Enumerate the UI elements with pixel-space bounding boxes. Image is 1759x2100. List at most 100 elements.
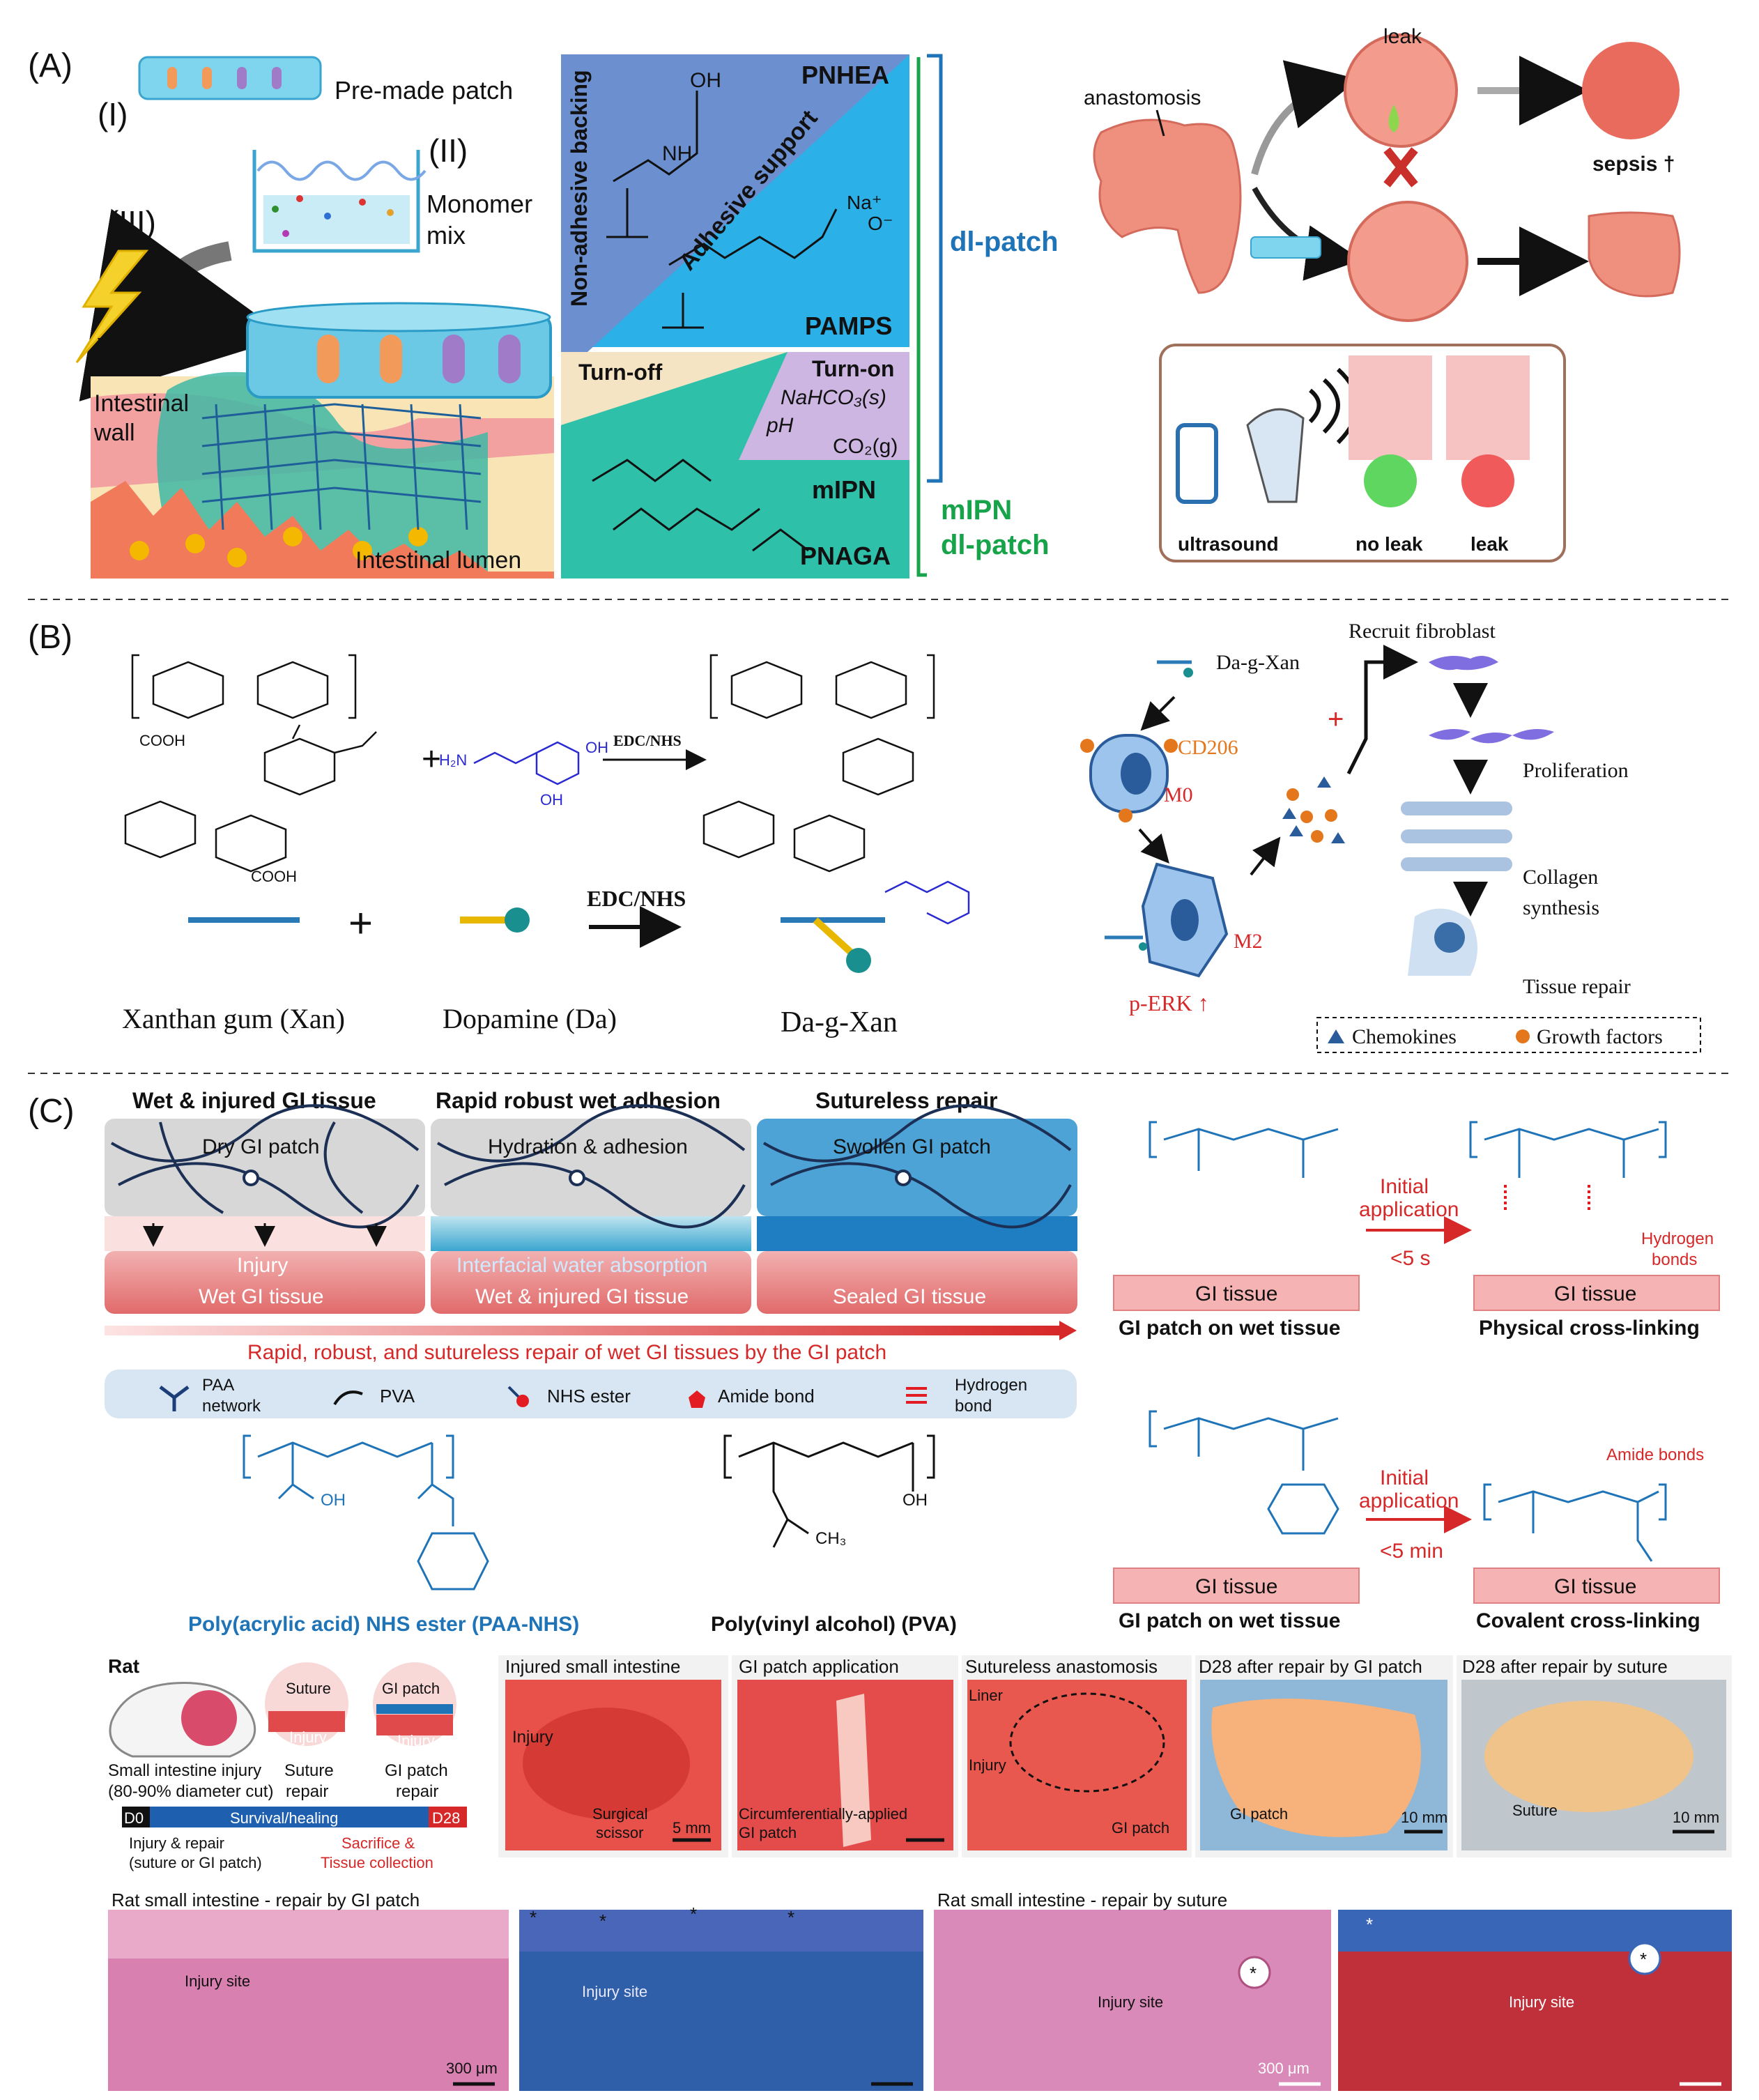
pva-name: Poly(vinyl alcohol) (PVA) [711,1613,957,1636]
init-app-2a: Initial [1380,1466,1429,1489]
pnhea-label: PNHEA [801,61,889,89]
recruit-label: Recruit fibroblast [1349,620,1496,643]
m2-label: M2 [1234,930,1263,953]
init-app-2b: application [1359,1489,1459,1512]
small-patch [1250,236,1321,259]
d0-box [122,1807,150,1827]
m2-cell [1141,862,1229,978]
panel-b-label: (B) [28,619,72,656]
patch-3d [246,302,552,399]
step-i-label: (I) [98,96,128,132]
arrow-to-m2 [1138,828,1169,864]
photo-1-scissor-1: Surgical [592,1805,647,1823]
stage-1-tissue: Wet GI tissue [199,1285,324,1308]
histo-2-star-4: * [788,1907,794,1928]
suture-repair-2: repair [286,1782,328,1801]
xanthan-structure-right [702,654,935,873]
stage-2-tissue: Wet & injured GI tissue [475,1285,689,1308]
hbonds-label-1: Hydrogen [1641,1229,1714,1248]
gi-tissue-3 [1113,1568,1360,1604]
patch-wet-1: GI patch on wet tissue [1119,1317,1340,1340]
dopamine-structure [473,741,970,925]
paa-network-icon [159,1386,190,1411]
photo-5-label: Suture [1512,1802,1558,1819]
photo-1-injury: Injury [512,1728,553,1747]
ominus-label: O⁻ [868,213,893,234]
histo-4 [1338,1910,1732,2091]
green-bulb-icon [1364,454,1417,507]
photo-3 [962,1655,1192,1857]
m2-xan-dot [1139,942,1147,951]
photo-1-scale: 5 mm [673,1819,711,1837]
gi-tissue-1-label: GI tissue [1195,1282,1277,1305]
sepsis-circle [1582,42,1680,139]
photo-4-title: D28 after repair by GI patch [1199,1656,1422,1677]
edc-small-label: EDC/NHS [613,732,682,749]
dl-bracket [927,54,943,483]
photo-3-patch: GI patch [1112,1819,1169,1837]
gi-repair-2: repair [396,1782,438,1801]
turn-on-label: Turn-on [812,356,894,381]
growth-label: Growth factors [1537,1025,1663,1048]
suture-tissue [268,1711,345,1732]
probe-icon [1246,408,1305,503]
paa-nhs-structure [243,1434,489,1591]
mipn-bracket [916,57,927,577]
rapid-repair-label: Rapid, robust, and sutureless repair of … [247,1341,886,1364]
premade-patch [138,56,322,100]
colon-left [1093,118,1242,294]
gray-curved-arrow [79,208,288,401]
photo-1-scissor-2: scissor [596,1824,643,1841]
histo-1 [108,1910,509,2091]
d28-label: D28 [432,1809,460,1827]
proliferating-cells [1429,729,1554,744]
turn-off-label: Turn-off [578,360,663,385]
wall-label-2: wall [93,420,135,446]
survival-bar [150,1807,429,1827]
h2n-label: H₂N [439,751,467,769]
rat-gi-patch: GI patch [382,1680,440,1697]
monomer-container [252,150,427,253]
leak-inset-label: leak [1470,533,1509,555]
legend-amide: Amide bond [718,1386,815,1407]
na-label: Na⁺ [847,192,882,213]
stage-2 [431,1104,751,1314]
legend-pva: PVA [380,1386,415,1407]
dagxan-top-dot [1183,668,1193,677]
histo-suture-title: Rat small intestine - repair by suture [937,1890,1227,1910]
photo-5-scale: 10 mm [1673,1809,1719,1826]
arrow-to-factors [1250,836,1281,876]
intestine-icon [181,1690,237,1746]
init-app-1a: Initial [1380,1175,1429,1198]
photo-1-title: Injured small intestine [505,1656,680,1677]
histo-2-star-1: * [530,1907,537,1928]
cooh-left-2: COOH [251,868,297,885]
stage-3-tissue: Sealed GI tissue [833,1285,986,1308]
pva-structure [723,1434,935,1548]
d0-label: D0 [124,1809,144,1827]
tissue-noleak [1349,355,1432,460]
histo-3-scale: 300 μm [1258,2060,1309,2077]
da-oh-2: OH [540,791,563,808]
red-gradient-arrow [105,1326,1059,1335]
red-x-icon [1383,147,1418,187]
xanthan-structure-left [124,654,377,873]
injury-repair-2: (suture or GI patch) [129,1854,262,1871]
red-bulb-icon [1461,454,1514,507]
histo-3-injury: Injury site [1098,1993,1163,2011]
paa-oh: OH [321,1491,346,1510]
init-app-1b: application [1359,1198,1459,1221]
arrow-to-leak [1251,60,1359,176]
photo-2-label-2: GI patch [739,1824,797,1841]
intestine-section [91,371,554,578]
sacrifice-1: Sacrifice & [341,1834,415,1852]
da-oh-1: OH [585,739,608,756]
covalent-right-chain [1483,1483,1667,1562]
nahco3-label: NaHCO₃(s) [781,386,886,409]
panel-a-label: (A) [28,47,72,84]
paa-nhs-name: Poly(acrylic acid) NHS ester (PAA-NHS) [188,1613,579,1636]
stage-2-water: Interfacial water absorption [456,1254,707,1277]
sacrifice-2: Tissue collection [321,1854,433,1871]
mipn-dl-label-2: dl-patch [941,530,1050,560]
